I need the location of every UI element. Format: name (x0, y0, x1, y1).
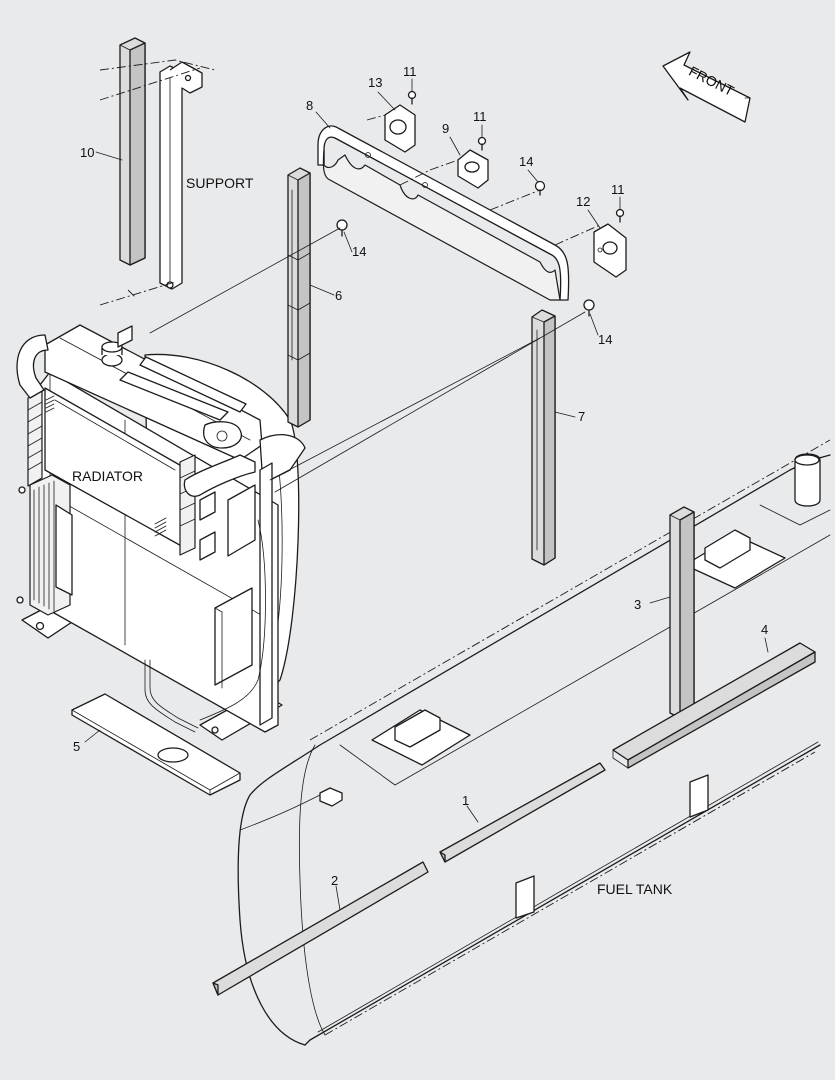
support-label: SUPPORT (186, 175, 254, 191)
part-3-upright-foam (669, 506, 695, 719)
callout-8: 8 (306, 98, 313, 113)
callout-11-c: 11 (611, 182, 625, 197)
nut-14-c (583, 299, 595, 317)
part-12-plate (593, 223, 627, 278)
part-5-base-plate (71, 693, 241, 796)
screw-11-c (615, 208, 625, 223)
callout-13: 13 (368, 75, 382, 90)
support-bracket (99, 59, 216, 306)
part-8-top-bracket (317, 125, 570, 301)
part-7-foam-column (531, 309, 556, 566)
callout-14-b: 14 (519, 154, 533, 169)
callout-6: 6 (335, 288, 342, 303)
vent-grille-right (154, 517, 167, 537)
radiator-assembly (16, 324, 306, 741)
callout-2: 2 (331, 873, 338, 888)
callout-7: 7 (578, 409, 585, 424)
vent-grille-left (45, 395, 55, 413)
assembly-lines (149, 114, 601, 493)
callout-leaders (84, 78, 769, 911)
callout-1: 1 (462, 793, 469, 808)
callout-9: 9 (442, 121, 449, 136)
fuel-tank (237, 439, 831, 1046)
callout-3: 3 (634, 597, 641, 612)
part-4-foam-rail (612, 642, 816, 769)
part-6-foam-column (287, 167, 311, 428)
screw-11-b (477, 136, 487, 151)
radiator-label: RADIATOR (72, 468, 143, 484)
callout-10: 10 (80, 145, 94, 160)
nut-14-a (336, 219, 348, 237)
callout-14-a: 14 (352, 244, 366, 259)
screw-11-a (407, 90, 417, 105)
front-direction-arrow: FRONT (662, 51, 751, 123)
callout-12: 12 (576, 194, 590, 209)
callout-11-b: 11 (473, 109, 487, 124)
callout-5: 5 (73, 739, 80, 754)
part-1-foam-strip (439, 762, 606, 863)
callout-4: 4 (761, 622, 768, 637)
nut-14-b (534, 180, 546, 196)
fuel-tank-label: FUEL TANK (597, 881, 673, 897)
callout-14-c: 14 (598, 332, 612, 347)
part-2-foam-strip (212, 861, 429, 996)
part-13-plate (384, 104, 416, 153)
part-10-support-foam (119, 37, 146, 266)
part-9-plate (457, 149, 489, 189)
callout-11-a: 11 (403, 64, 417, 79)
